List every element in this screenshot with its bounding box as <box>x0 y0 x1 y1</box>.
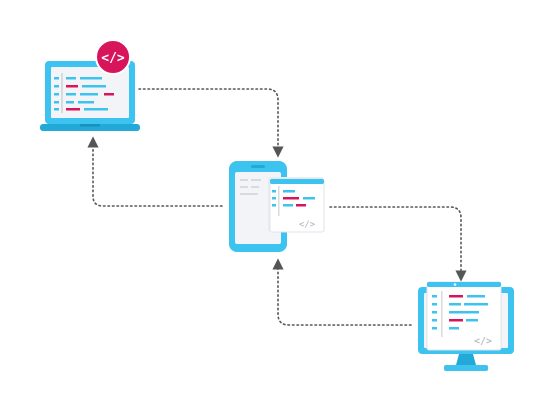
monitor-icon: </> <box>418 281 514 371</box>
monitor-stand <box>456 354 476 365</box>
connectors <box>87 88 467 326</box>
edge-phone-to-laptop <box>87 136 223 207</box>
code-tag-icon: </> <box>474 336 492 347</box>
code-tag-icon <box>95 39 131 75</box>
laptop-screen-gutter <box>61 73 63 113</box>
laptop-base <box>40 124 140 131</box>
laptop-screen <box>51 67 129 118</box>
laptop-badge: </> <box>95 39 131 75</box>
monitor-foot <box>444 365 488 371</box>
phone-screen-lines <box>240 179 261 195</box>
phone-speaker <box>251 165 265 168</box>
smartphone-icon: </> <box>229 161 325 252</box>
monitor-code-card: </> <box>426 281 502 351</box>
phone-code-card: </> <box>268 177 325 233</box>
edge-laptop-to-phone <box>138 88 284 158</box>
laptop-code-lines <box>54 77 114 111</box>
edge-monitor-to-phone <box>272 258 412 326</box>
code-tag-icon: </> <box>299 220 316 230</box>
laptop-icon: </> <box>40 39 140 131</box>
laptop-badge-text: </> <box>101 51 125 66</box>
edge-phone-to-monitor <box>329 206 467 282</box>
laptop-trackpad-notch <box>80 124 100 127</box>
